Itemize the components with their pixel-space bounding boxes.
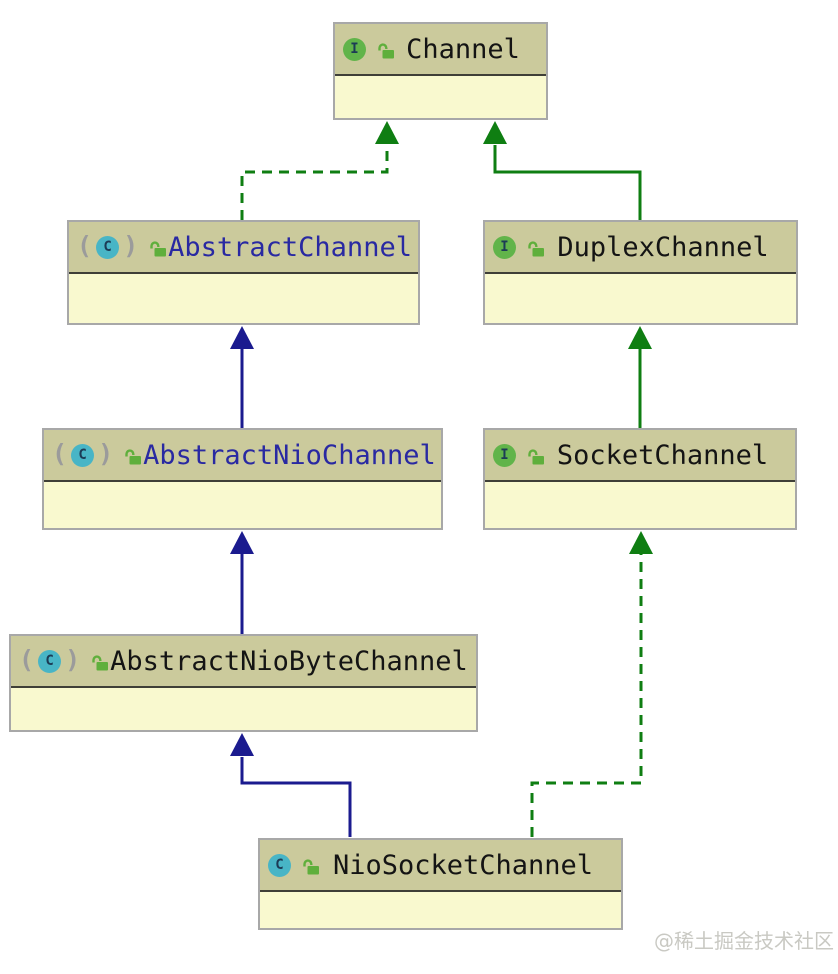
arrowhead-abstract-nio-byte-channel-extends-abstract-nio-channel: [230, 531, 254, 554]
open-lock-icon: [528, 448, 544, 464]
abstract-paren-left: (: [77, 230, 93, 260]
edge-nio-socket-channel-extends-abstract-nio-byte-channel: [240, 757, 352, 837]
open-lock-icon: [378, 42, 394, 58]
abstract-paren-left: (: [52, 438, 68, 468]
node-header: (C)AbstractChannel: [69, 222, 418, 274]
node-body: [485, 482, 795, 528]
open-lock-icon: [303, 858, 319, 874]
icon-group: (C): [77, 230, 168, 260]
node-body: [11, 688, 476, 730]
interface-icon: I: [343, 37, 366, 61]
node-header: (C)AbstractNioByteChannel: [11, 636, 476, 688]
icon-group: I: [343, 37, 396, 61]
node-channel[interactable]: I Channel: [333, 22, 548, 120]
node-title: DuplexChannel: [557, 231, 769, 263]
open-lock-icon: [150, 240, 167, 256]
node-header: C NioSocketChannel: [260, 840, 621, 892]
open-lock-icon: [528, 240, 544, 256]
icon-group: (C): [19, 644, 110, 674]
node-body: [44, 482, 441, 528]
class-icon: C: [71, 443, 95, 467]
class-icon: C: [268, 853, 291, 877]
node-title: Channel: [406, 33, 520, 65]
arrowhead-abstract-nio-channel-extends-abstract-channel: [230, 326, 254, 349]
arrowhead-abstract-channel-implements-channel: [375, 121, 399, 144]
node-title: AbstractNioChannel: [143, 439, 436, 471]
arrowhead-nio-socket-channel-extends-abstract-nio-byte-channel: [230, 733, 254, 756]
node-title: NioSocketChannel: [332, 849, 594, 881]
watermark: @稀土掘金技术社区: [654, 929, 834, 953]
open-lock-icon: [125, 448, 142, 464]
node-title: AbstractChannel: [168, 231, 412, 263]
node-body: [69, 274, 418, 323]
node-title: AbstractNioByteChannel: [110, 645, 468, 677]
abstract-paren-right: ): [65, 644, 81, 674]
open-lock-icon: [92, 654, 109, 670]
abstract-paren-right: ): [98, 438, 114, 468]
interface-icon: I: [493, 235, 516, 259]
node-nio-socket-channel[interactable]: C NioSocketChannel: [258, 838, 623, 930]
icon-group: I: [493, 235, 546, 259]
icon-group: (C): [52, 438, 143, 468]
node-body: [335, 76, 546, 118]
icon-group: I: [493, 443, 546, 467]
edge-abstract-channel-implements-channel: [240, 145, 389, 220]
node-abstract-nio-byte-channel[interactable]: (C)AbstractNioByteChannel: [9, 634, 478, 732]
node-header: I SocketChannel: [485, 430, 795, 482]
arrowhead-socket-channel-extends-duplex-channel: [628, 326, 652, 349]
interface-icon: I: [493, 443, 516, 467]
node-abstract-nio-channel[interactable]: (C)AbstractNioChannel: [42, 428, 443, 530]
node-header: I Channel: [335, 24, 546, 76]
arrowhead-duplex-channel-extends-channel: [483, 121, 507, 144]
node-body: [485, 274, 796, 323]
node-header: I DuplexChannel: [485, 222, 796, 274]
class-icon: C: [38, 649, 62, 673]
abstract-paren-left: (: [19, 644, 35, 674]
class-icon: C: [96, 235, 120, 259]
abstract-paren-right: ): [123, 230, 139, 260]
arrowhead-nio-socket-channel-implements-socket-channel: [629, 531, 653, 554]
node-title: SocketChannel: [556, 439, 769, 471]
node-duplex-channel[interactable]: I DuplexChannel: [483, 220, 798, 325]
edge-nio-socket-channel-implements-socket-channel: [530, 554, 643, 837]
icon-group: C: [268, 853, 321, 877]
node-header: (C)AbstractNioChannel: [44, 430, 441, 482]
edge-duplex-channel-extends-channel: [493, 145, 642, 220]
node-abstract-channel[interactable]: (C)AbstractChannel: [67, 220, 420, 325]
node-body: [260, 892, 621, 928]
node-socket-channel[interactable]: I SocketChannel: [483, 428, 797, 530]
